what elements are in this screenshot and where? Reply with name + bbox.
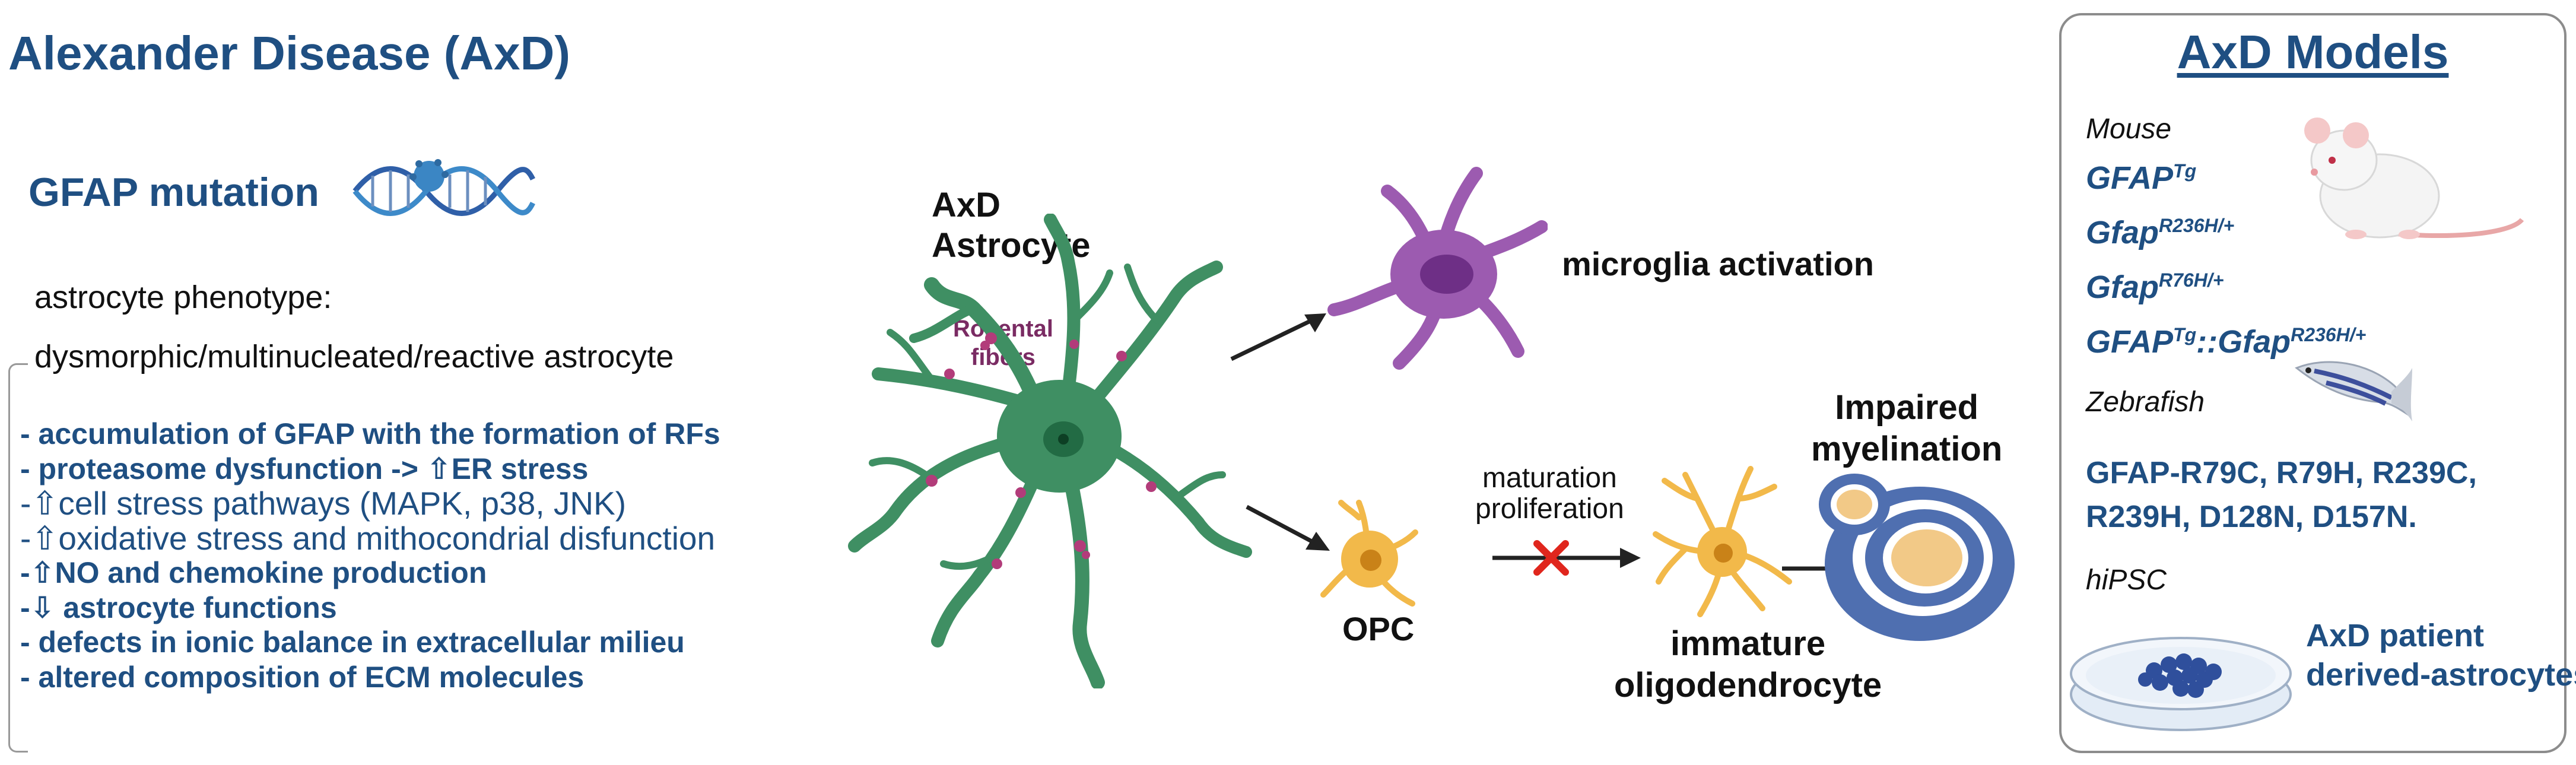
- petri-dish-icon: [2070, 637, 2292, 731]
- zebrafish-icon: [2295, 361, 2412, 421]
- mouse-icon: [2304, 118, 2524, 239]
- immature-oligodendrocyte-illustration: [1653, 466, 1792, 617]
- opc-illustration: [1320, 500, 1418, 607]
- arrow-to-microglia: [1230, 313, 1326, 361]
- axd-models-panel: [2059, 13, 2567, 753]
- astrocyte-illustration: [848, 214, 1252, 688]
- hipsc-label: hiPSC: [2086, 564, 2167, 596]
- effect-item: -⇧oxidative stress and mithocondrial dis…: [20, 519, 716, 557]
- impaired-myelination-label: Impaired myelination: [1811, 388, 2003, 468]
- phenotype-description: dysmorphic/multinucleated/reactive astro…: [34, 339, 674, 374]
- dna-icon: [352, 159, 536, 216]
- opc-label: OPC: [1342, 610, 1415, 647]
- effect-item: - proteasome dysfunction -> ⇧ER stress: [20, 452, 589, 485]
- effect-item: -⇩ astrocyte functions: [20, 591, 337, 624]
- microglia-activation-label: microglia activation: [1562, 245, 1874, 282]
- effect-item: -⇧NO and chemokine production: [20, 556, 487, 589]
- mouse-model-item: GfapR236H/+: [2086, 215, 2235, 250]
- arrow-to-opc: [1246, 504, 1330, 551]
- gfap-mutation-label: GFAP mutation: [28, 170, 319, 215]
- page-title: Alexander Disease (AxD): [8, 27, 571, 80]
- myelin-illustration: [1819, 474, 2015, 641]
- cross-icon: [1533, 540, 1569, 576]
- maturation-proliferation-label: maturation proliferation: [1475, 462, 1624, 525]
- effect-item: -⇧cell stress pathways (MAPK, p38, JNK): [20, 485, 627, 522]
- effect-item: - altered composition of ECM molecules: [20, 660, 585, 694]
- effect-item: - defects in ionic balance in extracellu…: [20, 626, 685, 659]
- effects-bracket: [8, 363, 28, 753]
- axd-models-title: AxD Models: [2177, 26, 2449, 78]
- zebrafish-models: GFAP-R79C, R79H, R239C, R239H, D128N, D1…: [2086, 456, 2477, 534]
- phenotype-label: astrocyte phenotype:: [34, 280, 332, 315]
- immature-oligodendrocyte-label: immature oligodendrocyte: [1614, 624, 1882, 704]
- effects-list: - accumulation of GFAP with the formatio…: [20, 417, 720, 694]
- zebrafish-label: Zebrafish: [2086, 386, 2205, 418]
- mouse-model-item: GFAPTg::GfapR236H/+: [2086, 324, 2367, 360]
- hipsc-model: AxD patient derived-astrocytes: [2306, 618, 2576, 693]
- effect-item: - accumulation of GFAP with the formatio…: [20, 417, 720, 450]
- mouse-model-item: GFAPTg: [2086, 160, 2197, 196]
- mouse-label: Mouse: [2086, 113, 2172, 145]
- blocked-arrow: [1492, 548, 1641, 568]
- mouse-model-item: GfapR76H/+: [2086, 269, 2224, 305]
- mouse-model-list: GFAPTg GfapR236H/+ GfapR76H/+ GFAPTg::Gf…: [2086, 147, 2366, 366]
- microglia-illustration: [1327, 167, 1548, 370]
